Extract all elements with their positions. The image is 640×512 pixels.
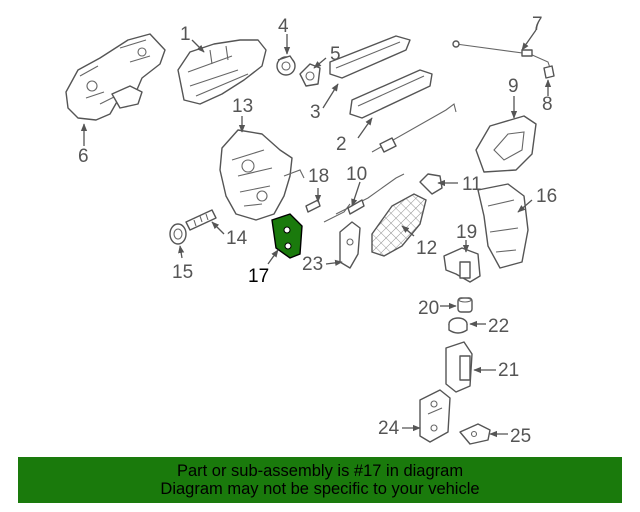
part-4-lock-cylinder[interactable] <box>276 55 296 76</box>
part-15-washer[interactable] <box>169 223 187 245</box>
part-3-trim[interactable] <box>329 35 411 79</box>
part-7-cable[interactable] <box>452 40 553 75</box>
callout-12: 12 <box>416 238 437 259</box>
part-18-bolt[interactable] <box>305 199 321 213</box>
part-17-highlighted[interactable] <box>271 213 303 259</box>
part-25-bracket[interactable] <box>459 423 491 445</box>
callout-19: 19 <box>456 222 477 243</box>
banner-line-1: Part or sub-assembly is #17 in diagram <box>176 462 464 480</box>
callout-24: 24 <box>378 418 400 439</box>
part-12-mesh-panel[interactable] <box>371 193 427 257</box>
part-14-bolt[interactable] <box>185 209 217 231</box>
part-23-bracket[interactable] <box>323 203 361 269</box>
banner-line-2: Diagram may not be specific to your vehi… <box>160 480 480 498</box>
part-22-cap[interactable] <box>448 317 468 334</box>
part-1-outer-handle[interactable] <box>177 39 267 105</box>
callout-8: 8 <box>542 94 553 115</box>
callout-22: 22 <box>488 316 509 337</box>
part-9-inner-handle[interactable] <box>475 115 537 173</box>
callout-20: 20 <box>418 298 439 319</box>
part-13-latch-assembly[interactable] <box>219 129 305 221</box>
part-6-handle-carrier[interactable] <box>65 33 166 121</box>
callout-9: 9 <box>508 76 519 97</box>
part-8-clip[interactable] <box>543 65 555 79</box>
callout-4: 4 <box>278 16 289 37</box>
part-21-hinge[interactable] <box>445 341 473 393</box>
callout-14: 14 <box>226 228 248 249</box>
callout-labels: 1 2 3 4 5 6 7 8 9 10 11 12 13 14 15 16 1… <box>78 14 557 447</box>
part-2-trim[interactable] <box>349 69 433 119</box>
callout-25: 25 <box>510 426 531 447</box>
part-5-bezel[interactable] <box>299 63 321 87</box>
callout-23: 23 <box>302 254 323 275</box>
part-24-plate[interactable] <box>419 389 451 443</box>
part-19-hinge[interactable] <box>443 247 481 283</box>
callout-18: 18 <box>308 166 329 187</box>
part-10-rod[interactable] <box>371 103 457 153</box>
callout-11: 11 <box>462 174 482 195</box>
parts-diagram: 1 2 3 4 5 6 7 8 9 10 11 12 13 14 15 16 1… <box>65 14 557 447</box>
part-16-housing[interactable] <box>477 183 529 269</box>
callout-5: 5 <box>330 44 341 65</box>
callout-10: 10 <box>346 164 367 185</box>
callout-21: 21 <box>498 360 519 381</box>
callout-15: 15 <box>172 262 193 283</box>
callout-1: 1 <box>180 24 191 45</box>
callout-2: 2 <box>336 134 347 155</box>
callout-6: 6 <box>78 146 89 167</box>
info-banner: Part or sub-assembly is #17 in diagram D… <box>18 457 622 503</box>
callout-3: 3 <box>310 102 321 123</box>
callout-7: 7 <box>532 14 543 35</box>
callout-16: 16 <box>536 186 557 207</box>
part-20-bushing[interactable] <box>457 297 473 313</box>
part-11-clip[interactable] <box>419 173 443 195</box>
callout-13: 13 <box>232 96 253 117</box>
leader-lines <box>80 29 552 438</box>
callout-17: 17 <box>248 266 269 287</box>
